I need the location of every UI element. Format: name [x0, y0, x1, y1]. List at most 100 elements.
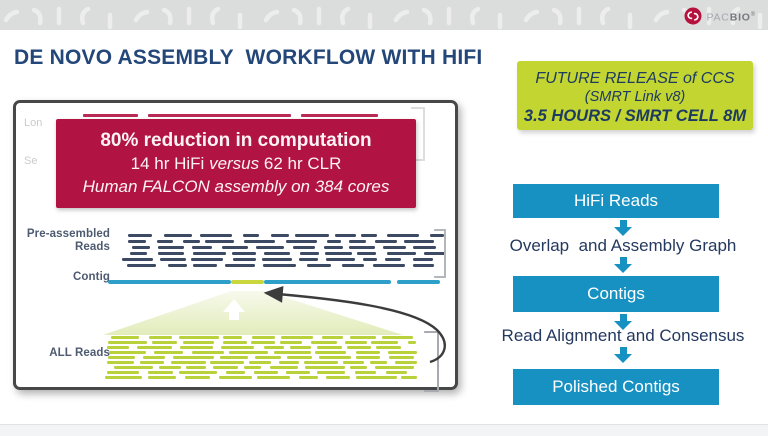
pre-assembled-reads-dash — [404, 240, 434, 243]
flow-arrow-down-icon — [493, 347, 753, 363]
assembly-figure: Lon Se 80% reduction in computation 14 h… — [16, 103, 455, 392]
all-reads-dash — [107, 346, 129, 349]
all-reads-dash — [219, 356, 249, 359]
top-banner: PACBIO® — [0, 0, 768, 30]
covered-label-seed: Se — [24, 155, 38, 167]
contig-segment — [397, 280, 440, 284]
pre-assembled-reads-dash — [386, 234, 420, 237]
pre-assembled-reads-dash — [127, 234, 153, 237]
flow-arrow-down-icon — [493, 314, 753, 330]
pre-assembled-reads-dash — [300, 252, 319, 255]
all-reads-dash — [381, 336, 413, 339]
all-reads-dash — [251, 336, 276, 339]
reduction-headline: 80% reduction in computation — [100, 130, 372, 151]
all-reads-dash — [350, 366, 368, 369]
all-reads-dash — [107, 356, 135, 359]
all-reads-dash — [370, 361, 388, 364]
pre-assembled-reads-dash — [191, 258, 223, 261]
all-reads-dash — [178, 371, 217, 374]
all-reads-dash — [108, 341, 148, 344]
all-reads-dash — [347, 346, 371, 349]
pre-assembled-reads-dash — [299, 258, 318, 261]
comparison-hifi: 14 hr HiFi — [130, 154, 210, 173]
flow-arrow-down-icon — [493, 220, 753, 236]
all-reads-dash — [219, 376, 252, 379]
all-reads-dash — [255, 356, 282, 359]
all-reads-dash — [149, 336, 172, 339]
all-reads-dash — [220, 346, 255, 349]
smrtbell-pattern-icon — [0, 0, 768, 30]
pre-assembled-reads-dash — [158, 246, 184, 249]
all-reads-dash — [248, 361, 272, 364]
all-reads-dash — [304, 366, 346, 369]
all-reads-dash — [270, 366, 299, 369]
pre-assembled-reads-dash — [348, 246, 375, 249]
all-reads-dash — [278, 361, 300, 364]
wordmark-pac: PAC — [706, 11, 730, 24]
all-reads-dash — [344, 341, 367, 344]
all-reads-dash — [172, 356, 215, 359]
pre-assembled-reads-dash — [255, 246, 285, 249]
up-arrow-stem — [229, 311, 239, 320]
pre-assembled-reads-dash — [383, 246, 407, 249]
all-reads-dash — [107, 371, 139, 374]
all-reads-dash — [273, 351, 311, 354]
all-reads-dash — [317, 346, 342, 349]
all-reads-dash — [185, 376, 210, 379]
pre-assembled-reads-dash — [325, 252, 352, 255]
covered-red-reads — [83, 114, 138, 117]
pre-assembled-reads-dash — [334, 234, 357, 237]
flow-step-overlap: Overlap and Assembly Graph — [509, 236, 737, 255]
alignment-funnel — [103, 291, 403, 335]
flow-arrow-down-icon — [493, 257, 753, 273]
pre-assembled-reads-dash — [167, 264, 187, 267]
covered-label-long: Lon — [24, 117, 43, 129]
pre-assembled-reads-dash — [413, 246, 437, 249]
all-reads-dash — [151, 341, 177, 344]
pre-assembled-reads-dash — [122, 258, 153, 261]
all-reads-dash — [257, 376, 290, 379]
pre-assembled-reads-dash — [413, 264, 434, 267]
all-reads-dash — [154, 351, 183, 354]
label-contig: Contig — [72, 271, 110, 283]
pre-assembled-reads-dash — [200, 234, 232, 237]
all-reads-dash — [376, 346, 402, 349]
pre-assembled-reads-dash — [191, 246, 212, 249]
pre-assembled-bracket — [434, 229, 446, 278]
all-reads-dash — [375, 366, 414, 369]
future-release-line2: (SMRT Link v8) — [584, 89, 686, 105]
pacbio-wordmark: PACBIO® — [706, 6, 756, 27]
all-reads-dash — [139, 361, 165, 364]
all-reads-dash — [385, 371, 407, 374]
pre-assembled-reads-dash — [295, 234, 330, 237]
all-reads-dash — [250, 341, 275, 344]
pre-assembled-reads-dash — [293, 246, 316, 249]
pre-assembled-reads-dash — [270, 234, 289, 237]
pre-assembled-reads-dash — [243, 240, 276, 243]
pre-assembled-reads-dash — [361, 234, 377, 237]
all-reads-dash — [225, 371, 246, 374]
pre-assembled-reads-dash — [222, 246, 249, 249]
pre-assembled-reads-dash — [183, 240, 201, 243]
computation-reduction-callout: 80% reduction in computation 14 hr HiFi … — [56, 119, 416, 208]
all-reads-dash — [395, 361, 418, 364]
pre-assembled-reads-dash — [232, 258, 256, 261]
label-all-reads: ALL Reads — [49, 347, 110, 359]
pacbio-mark-icon — [684, 7, 702, 25]
pre-assembled-reads-dash — [413, 258, 433, 261]
registered-mark: ® — [750, 12, 756, 18]
pre-assembled-reads-dash — [386, 252, 416, 255]
pre-assembled-reads-dash — [225, 264, 255, 267]
all-reads-dash — [298, 376, 319, 379]
all-reads-dash — [186, 366, 207, 369]
all-reads-dash — [142, 356, 165, 359]
pre-assembled-reads-dash — [306, 264, 331, 267]
pre-assembled-reads-dash — [324, 246, 344, 249]
all-reads-dash — [148, 376, 177, 379]
all-reads-dash — [311, 341, 337, 344]
pre-assembled-reads-dash — [373, 264, 405, 267]
label-pre-assembled-line1: Pre-assembled — [26, 228, 110, 240]
pre-assembled-reads-dash — [362, 258, 377, 261]
all-reads-dash — [326, 376, 351, 379]
contig-highlight-segment — [231, 280, 264, 284]
